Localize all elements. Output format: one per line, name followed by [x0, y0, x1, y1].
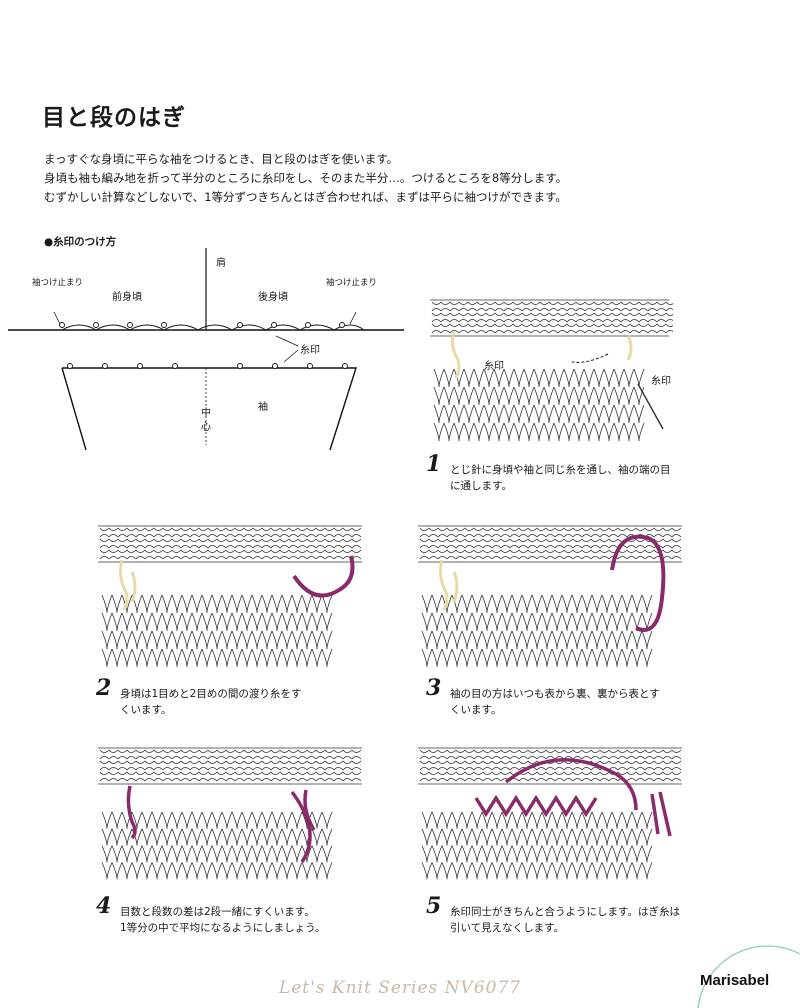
step-number: 5 — [426, 893, 442, 919]
label-sleeve: 袖 — [258, 402, 268, 413]
intro-line: 身頃も袖も編み地を折って半分のところに糸印をし、そのまた半分…。つけるところを8… — [44, 171, 568, 185]
step-number: 1 — [426, 451, 442, 477]
step-text: 目数と段数の差は2段一緒にすくいます。 — [120, 906, 315, 918]
label-center-1: 中 — [201, 408, 211, 419]
step-text: 袖の目の方はいつも表から裏、裏から表とす — [450, 688, 660, 700]
label-shoulder: 肩 — [216, 258, 226, 269]
knit-illustration-3 — [418, 525, 682, 668]
intro-text: まっすぐな身頃に平らな袖をつけるとき、目と段のはぎを使います。 身頃も袖も編み地… — [44, 150, 567, 207]
brand-label: Marisabel — [700, 972, 770, 989]
label-stop-right: 袖つけ止まり — [326, 278, 378, 288]
step-number: 3 — [426, 675, 442, 701]
intro-line: むずかしい計算などしないで、1等分ずつきちんとはぎ合わせれば、まずは平らに袖つけ… — [44, 190, 567, 204]
series-footer: Let's Knit Series NV6077 — [278, 978, 522, 998]
body-fabric — [98, 525, 362, 563]
page-title: 目と段のはぎ — [42, 105, 186, 131]
body-fabric — [418, 747, 682, 785]
knit-illustration-4 — [98, 747, 362, 880]
intro-line: まっすぐな身頃に平らな袖をつけるとき、目と段のはぎを使います。 — [44, 152, 399, 166]
step-number: 2 — [96, 675, 112, 701]
step-text: とじ針に身頃や袖と同じ糸を通し、袖の端の目 — [450, 464, 671, 476]
sleeve-fabric — [101, 594, 333, 668]
label-marker: 糸印 — [300, 345, 320, 356]
knit-illustration-2 — [98, 525, 362, 668]
step-text: 糸印同士がきちんと合うようにします。はぎ糸は — [450, 906, 680, 918]
step-text: 引いて見えなくします。 — [450, 922, 565, 934]
step-text: 身頃は1目めと2目めの間の渡り糸をす — [120, 688, 302, 700]
body-fabric — [430, 299, 673, 337]
fig1-marker-b: 糸印 — [651, 376, 671, 387]
label-center-2: 心 — [201, 422, 211, 433]
label-front: 前身頃 — [112, 292, 142, 303]
step-text: 1等分の中で平均になるようにしましょう。 — [120, 922, 326, 934]
corner-arc — [697, 945, 800, 1008]
sleeve-fabric — [421, 594, 653, 668]
step-text: に通します。 — [450, 480, 512, 492]
sleeve-fabric — [421, 811, 653, 880]
sleeve-fabric — [433, 368, 645, 442]
label-back: 後身頃 — [258, 292, 288, 303]
body-fabric — [98, 747, 362, 785]
label-stop-left: 袖つけ止まり — [32, 278, 84, 288]
diagram-subtitle: ●糸印のつけ方 — [44, 236, 117, 248]
step-text: くいます。 — [450, 704, 502, 716]
knit-illustration-5 — [418, 747, 682, 880]
step-number: 4 — [96, 893, 112, 919]
step-text: くいます。 — [120, 704, 172, 716]
fig1-marker-a: 糸印 — [484, 361, 504, 372]
knit-illustration-1 — [430, 299, 673, 442]
body-fabric — [418, 525, 682, 563]
marker-diagram — [8, 248, 404, 451]
sleeve-fabric — [101, 811, 333, 880]
